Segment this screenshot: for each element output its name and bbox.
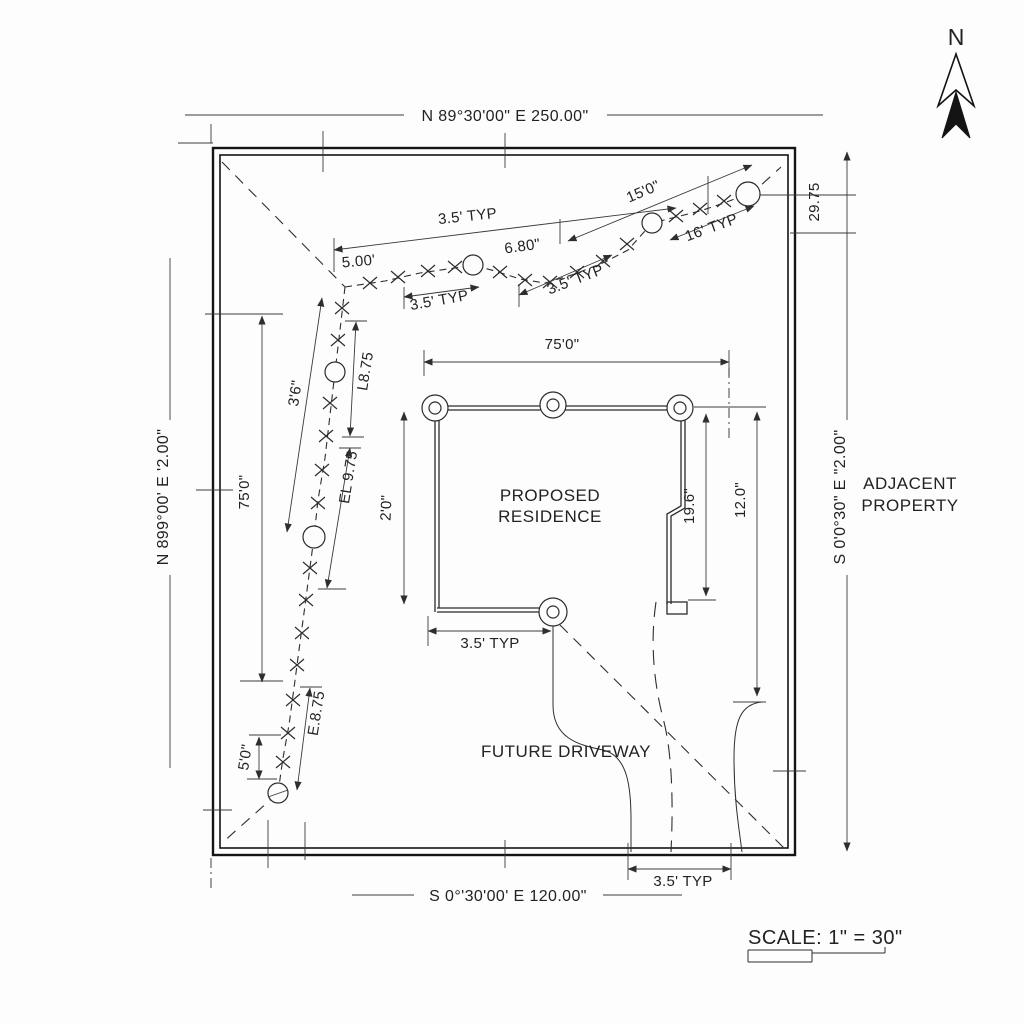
- future-driveway-lines: [552, 601, 763, 853]
- dim-29-75: 29.75: [806, 182, 823, 221]
- north-arrow-outline-icon: [936, 51, 976, 109]
- fence-x-mark: [294, 626, 310, 640]
- scale-label: SCALE: 1" = 30": [748, 927, 903, 949]
- dim-top-typ: 3.5' TYP: [437, 205, 498, 228]
- north-arrow-solid-icon: [941, 90, 971, 139]
- dim-e-875: E.8.75: [305, 690, 329, 737]
- fence-x-mark: [362, 276, 378, 290]
- fence-x-mark: [280, 726, 296, 740]
- bearing-left-label: N 899°00' E '2.00": [155, 429, 172, 566]
- dim-top-75: 75'0": [545, 336, 580, 353]
- fence-x-mark: [517, 273, 533, 287]
- dim-2-0: 2'0": [378, 495, 396, 522]
- adjacent-property-line2: PROPERTY: [861, 496, 958, 515]
- fence-x-mark: [275, 755, 291, 769]
- fence-x-mark: [420, 264, 436, 278]
- dim-5-0: 5'0": [235, 743, 256, 771]
- dim-left-75: 75'0": [236, 475, 253, 510]
- fence-x-mark: [492, 265, 508, 279]
- scale-block: SCALE: 1" = 30": [747, 927, 903, 963]
- bearing-top-label: N 89°30'00" E 250.00": [421, 108, 588, 125]
- dimension-lines: [169, 114, 851, 896]
- fence-x-mark: [289, 658, 305, 672]
- north-arrow: N: [936, 24, 976, 139]
- fence-x-mark: [447, 260, 463, 274]
- dim-35-typ-left: 3.5' TYP: [409, 287, 470, 314]
- residence-column-circles: [421, 391, 694, 627]
- bearing-right-label: S 0'0°30" E "2.00": [832, 429, 849, 564]
- bearing-bottom-label: S 0°'30'00' E 120.00": [429, 888, 587, 905]
- fence-x-mark: [318, 429, 334, 443]
- adjacent-property-line1: ADJACENT: [863, 474, 957, 493]
- dim-35-typ-building: 3.5' TYP: [460, 635, 519, 652]
- fence-x-mark: [314, 463, 330, 477]
- fence-x-mark: [310, 496, 326, 510]
- scale-bar: [747, 947, 886, 963]
- dim-12-0: 12.0": [732, 482, 749, 518]
- dim-35-typ-mid: 3.5' TYP: [545, 261, 606, 298]
- proposed-residence-outline: [433, 405, 688, 615]
- fence-x-mark: [668, 209, 684, 223]
- residence-label-line2: RESIDENCE: [498, 507, 602, 526]
- north-arrow-label: N: [948, 24, 965, 50]
- fence-x-mark: [302, 561, 318, 575]
- fence-x-mark: [619, 237, 635, 251]
- dim-el-975: EL 9.75: [336, 450, 361, 505]
- fence-x-mark: [390, 270, 406, 284]
- dim-19-6: 19.6": [681, 488, 698, 524]
- dim-5-00: 5.00': [341, 252, 376, 272]
- boundary-ticks: [178, 124, 856, 892]
- dim-15-0: 15'0": [624, 177, 663, 206]
- residence-label-line1: PROPOSED: [500, 486, 600, 505]
- dim-3-6: 3'6": [285, 379, 306, 407]
- future-driveway-label: FUTURE DRIVEWAY: [481, 742, 651, 761]
- property-boundary: [211, 146, 797, 857]
- dim-6-80: 6.80": [503, 236, 541, 258]
- dim-35-typ-bottom: 3.5' TYP: [653, 873, 712, 890]
- dim-l-875: L8.75: [354, 351, 377, 392]
- fence-x-mark: [322, 396, 338, 410]
- dim-16-typ: 16' TYP: [683, 210, 740, 245]
- fence-x-mark: [334, 301, 350, 315]
- fence-x-mark: [330, 333, 346, 347]
- fence-x-mark: [298, 593, 314, 607]
